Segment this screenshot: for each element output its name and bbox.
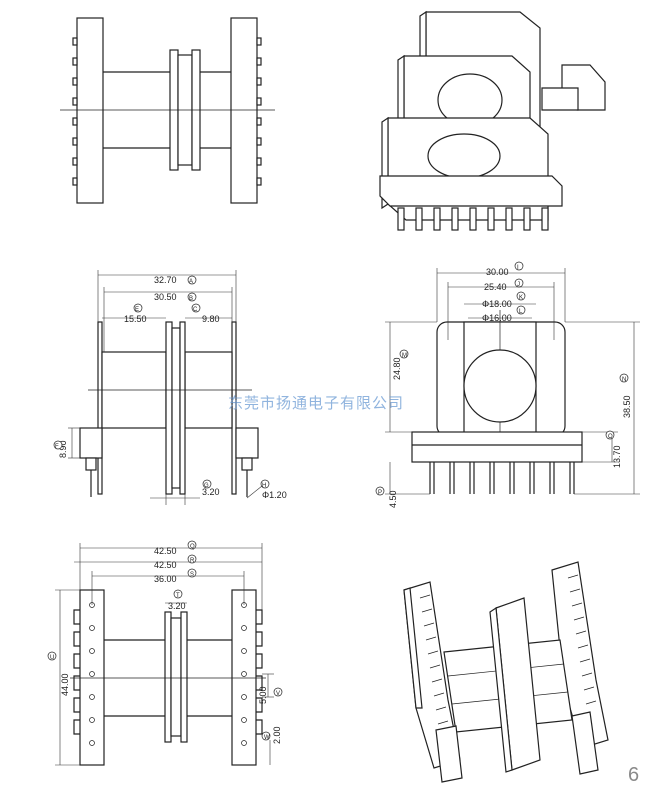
dim-front-left-section: 15.50 bbox=[124, 314, 147, 324]
dim-top-overall-length: 42.50 bbox=[154, 546, 177, 556]
company-watermark: 东莞市扬通电子有限公司 bbox=[228, 394, 404, 412]
svg-text:Q: Q bbox=[190, 544, 195, 550]
dim-side-flange-height: 24.80 bbox=[392, 357, 402, 380]
svg-text:H: H bbox=[262, 483, 266, 489]
dim-top-pin-offset: 2.00 bbox=[272, 726, 282, 744]
dim-front-pin-block: 8.90 bbox=[58, 440, 68, 458]
top-view-dimensioned: 42.50 Q 42.50 R 36.00 S 3.20 T 44.00 U 5… bbox=[47, 540, 283, 766]
isometric-view-bottom bbox=[403, 561, 609, 783]
svg-text:W: W bbox=[264, 735, 270, 741]
dim-side-overall-height: 38.50 bbox=[622, 395, 632, 418]
dim-top-center-flange: 3.20 bbox=[168, 601, 186, 611]
svg-text:K: K bbox=[519, 295, 523, 301]
dim-side-pin-length: 4.50 bbox=[388, 490, 398, 508]
svg-text:J: J bbox=[517, 282, 520, 288]
dim-top-overall-width: 44.00 bbox=[60, 673, 70, 696]
svg-text:L: L bbox=[519, 309, 523, 315]
dim-front-body: 30.50 bbox=[154, 292, 177, 302]
svg-text:M: M bbox=[402, 353, 407, 359]
svg-text:E: E bbox=[135, 307, 139, 313]
dim-top-pin-centers: 36.00 bbox=[154, 574, 177, 584]
svg-text:V: V bbox=[276, 691, 280, 697]
dim-side-tube-inner: Φ16.00 bbox=[482, 313, 512, 323]
svg-text:A: A bbox=[189, 279, 193, 285]
svg-text:I: I bbox=[517, 265, 519, 271]
svg-text:G: G bbox=[204, 483, 209, 489]
svg-text:R: R bbox=[190, 558, 195, 564]
svg-text:O: O bbox=[608, 434, 613, 440]
dim-side-inner-width: 25.40 bbox=[484, 282, 507, 292]
dim-front-right-section: 9.80 bbox=[202, 314, 220, 324]
dim-front-pin-diameter: Φ1.20 bbox=[262, 490, 287, 500]
page-number: 6 bbox=[628, 764, 639, 786]
svg-text:P: P bbox=[378, 490, 382, 496]
front-view-dimensioned: 32.70 A 30.50 B 15.50 E 9.80 C 8.90 F 3.… bbox=[53, 270, 287, 505]
isometric-view-top bbox=[379, 10, 606, 231]
dim-top-pin-span: 42.50 bbox=[154, 560, 177, 570]
svg-text:C: C bbox=[193, 307, 198, 313]
svg-text:S: S bbox=[190, 572, 194, 578]
dim-side-base-height: 13.70 bbox=[612, 445, 622, 468]
dim-front-overall: 32.70 bbox=[154, 275, 177, 285]
svg-text:T: T bbox=[176, 593, 180, 599]
svg-text:N: N bbox=[622, 377, 626, 383]
svg-text:U: U bbox=[50, 655, 54, 661]
dim-side-tube-outer: Φ18.00 bbox=[482, 299, 512, 309]
side-view-dimensioned: 30.00 I 25.40 J Φ18.00 K Φ16.00 L 24.80 … bbox=[375, 261, 640, 508]
dim-side-overall-width: 30.00 bbox=[486, 267, 509, 277]
dim-top-pin-pitch: 5.00 bbox=[258, 686, 268, 704]
front-view-plain bbox=[60, 17, 275, 204]
svg-text:F: F bbox=[55, 444, 59, 450]
dim-front-center-gap: 3.20 bbox=[202, 487, 220, 497]
svg-text:B: B bbox=[189, 296, 193, 302]
